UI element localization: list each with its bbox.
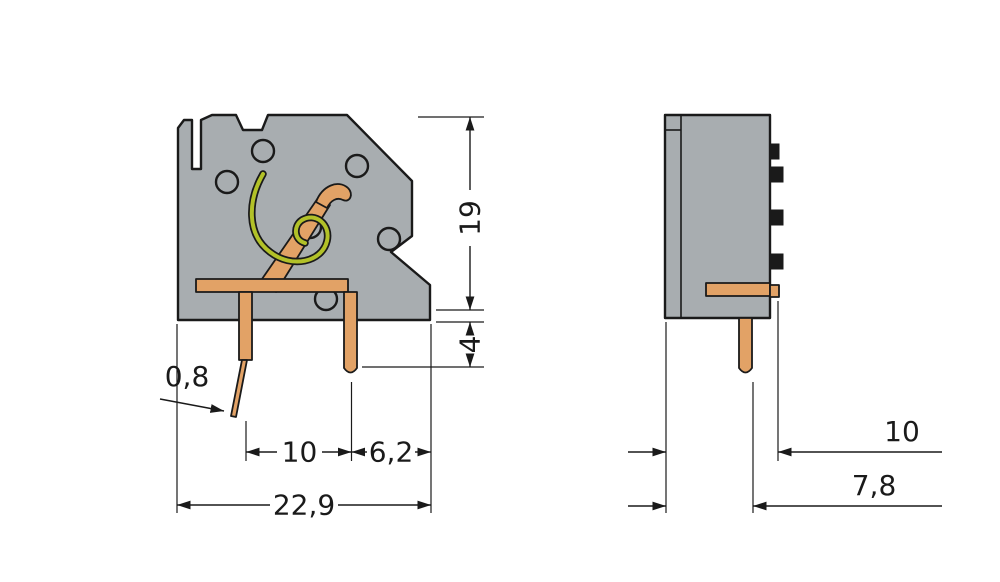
side-view: 10 7,8 (628, 113, 942, 513)
front-view: 19 4 0,8 10 6,2 (159, 113, 487, 522)
dimension-label: 7,8 (852, 469, 897, 502)
contact-tab (769, 166, 784, 183)
dimension-label: 10 (282, 436, 318, 469)
dimension-total-height: 19 (418, 116, 487, 311)
contact-tab (769, 253, 784, 270)
solder-pin-side (738, 317, 753, 374)
dimension-total-width: 22,9 (176, 324, 431, 522)
dimension-depth-total: 10 (628, 301, 942, 513)
solder-pin-right (343, 291, 358, 374)
housing-hole (214, 169, 240, 195)
housing-hole (344, 153, 370, 179)
housing-hole (250, 138, 276, 164)
dimension-label: 0,8 (165, 360, 210, 393)
solder-pin-left (238, 291, 253, 361)
dimension-label: 6,2 (369, 436, 414, 469)
housing-hole (376, 226, 402, 252)
dimension-label: 4 (454, 336, 487, 354)
dimension-label: 22,9 (273, 489, 335, 522)
copper-bar-side (705, 282, 771, 297)
dimension-pin-protrusion: 4 (362, 321, 487, 368)
copper-tab (769, 284, 780, 298)
dimension-pin-thickness: 0,8 (159, 360, 225, 413)
leader-line (159, 398, 225, 413)
contact-tab (769, 209, 784, 226)
clamp-bar (195, 278, 349, 293)
dimension-depth-body: 7,8 (628, 382, 942, 513)
clamp-lever-hook (315, 183, 352, 209)
dimension-pin-pitch: 10 (245, 382, 353, 469)
solder-pin-left-tip (230, 359, 248, 418)
dimension-edge-offset: 6,2 (351, 324, 432, 513)
dimension-label: 10 (884, 415, 920, 448)
dimension-label: 19 (454, 200, 487, 236)
contact-tab (769, 143, 780, 160)
clamp-spring (249, 172, 330, 264)
